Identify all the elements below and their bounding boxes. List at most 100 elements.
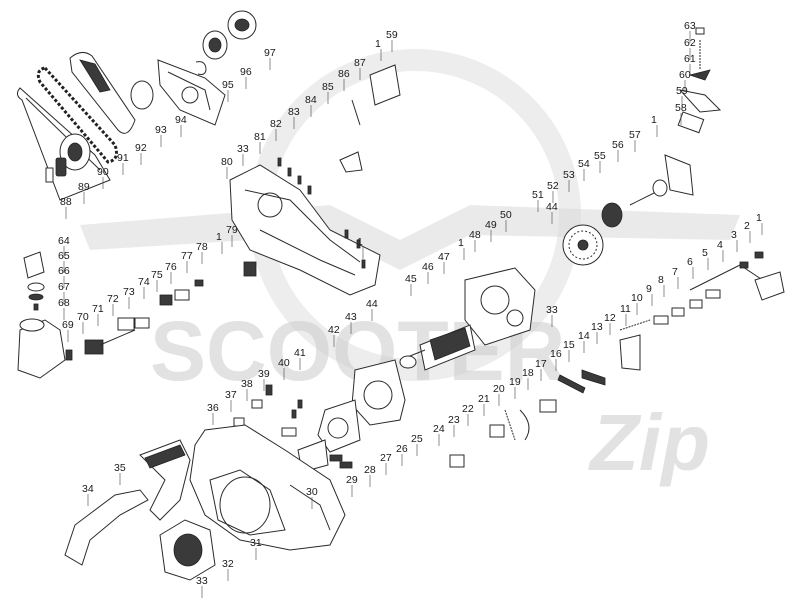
callout-1-upper: 1	[375, 38, 381, 50]
callout-49: 49	[485, 219, 497, 231]
callout-61: 61	[684, 53, 696, 65]
callout-34: 34	[82, 483, 94, 495]
callout-10: 10	[631, 292, 643, 304]
callout-76: 76	[165, 261, 177, 273]
rear-handle	[139, 439, 191, 521]
rear-cover	[159, 519, 216, 581]
main-body	[189, 424, 346, 551]
callout-30: 30	[306, 486, 318, 498]
callout-9: 9	[646, 283, 652, 295]
oil-cap	[227, 10, 257, 40]
callout-78: 78	[196, 241, 208, 253]
callout-7: 7	[672, 266, 678, 278]
callout-11: 11	[620, 303, 631, 315]
callout-43: 43	[345, 311, 357, 323]
cam	[339, 151, 363, 173]
callout-1-pump: 1	[216, 231, 222, 243]
callout-35: 35	[114, 462, 126, 474]
callout-15: 15	[563, 339, 575, 351]
callout-1-housing: 1	[357, 236, 363, 248]
callout-74: 74	[138, 276, 150, 288]
lever	[678, 89, 722, 113]
callout-40: 40	[278, 357, 290, 369]
callout-23: 23	[448, 414, 460, 426]
callout-71: 71	[92, 303, 104, 315]
callout-2: 2	[744, 220, 750, 232]
spring	[351, 99, 361, 126]
knob	[688, 69, 711, 81]
callout-73: 73	[123, 286, 135, 298]
callout-88: 88	[60, 196, 72, 208]
bar-cover	[69, 52, 136, 134]
callout-4: 4	[717, 239, 723, 251]
bearing	[202, 30, 228, 60]
stator	[317, 359, 406, 453]
callout-69: 69	[62, 319, 74, 331]
watermark-script: Zip	[588, 398, 710, 487]
small-hardware	[233, 384, 303, 437]
switch-parts	[619, 289, 721, 331]
callout-21: 21	[478, 393, 490, 405]
callout-50: 50	[500, 209, 512, 221]
tension-bracket	[369, 64, 401, 106]
callout-27: 27	[380, 452, 392, 464]
callout-1-cord: 1	[756, 212, 762, 224]
trigger-parts	[449, 399, 557, 468]
callout-13: 13	[591, 321, 603, 333]
callout-41: 41	[294, 347, 306, 359]
callout-17: 17	[535, 358, 547, 370]
callout-59-upper: 59	[386, 29, 398, 41]
callout-3: 3	[731, 229, 737, 241]
label-plate	[243, 261, 257, 277]
ring	[130, 80, 154, 110]
callout-33-middle: 33	[546, 304, 558, 316]
callout-53: 53	[563, 169, 575, 181]
callout-67: 67	[58, 281, 70, 293]
parts-drawings	[16, 10, 785, 581]
callout-45: 45	[405, 273, 417, 285]
callout-77: 77	[181, 250, 193, 262]
callout-96: 96	[240, 66, 252, 78]
callout-47: 47	[438, 251, 450, 263]
callout-89: 89	[78, 181, 90, 193]
callout-labels: 97 96 95 94 93 92 91 90 89 88 87 86 85 8…	[58, 20, 762, 587]
callout-56: 56	[612, 139, 624, 151]
callout-84: 84	[305, 94, 317, 106]
callout-65: 65	[58, 250, 70, 262]
power-cord	[689, 251, 785, 301]
screws	[277, 157, 366, 269]
callout-26: 26	[396, 443, 408, 455]
callout-97: 97	[264, 47, 276, 59]
callout-38: 38	[241, 378, 253, 390]
callout-5: 5	[702, 247, 708, 259]
callout-36: 36	[207, 402, 219, 414]
gear-housing	[464, 267, 536, 346]
callout-54: 54	[578, 158, 590, 170]
sprocket	[59, 133, 91, 171]
oil-pump	[65, 279, 204, 361]
callout-33-lower: 33	[196, 575, 208, 587]
callout-16: 16	[550, 348, 562, 360]
callout-75: 75	[151, 269, 163, 281]
callout-46: 46	[422, 261, 434, 273]
callout-79: 79	[226, 224, 238, 236]
callout-32: 32	[222, 558, 234, 570]
large-gear	[562, 224, 604, 266]
callout-55: 55	[594, 150, 606, 162]
callout-68: 68	[58, 297, 70, 309]
callout-52: 52	[547, 180, 559, 192]
callout-91: 91	[117, 152, 129, 164]
callout-80: 80	[221, 156, 233, 168]
callout-58: 58	[675, 102, 687, 114]
callout-51: 51	[532, 189, 544, 201]
callout-8: 8	[658, 274, 664, 286]
bar-stud	[45, 167, 54, 183]
callout-12: 12	[604, 312, 616, 324]
callout-85: 85	[322, 81, 334, 93]
nut	[695, 27, 705, 35]
callout-90: 90	[97, 166, 109, 178]
callout-63: 63	[684, 20, 696, 32]
callout-95: 95	[222, 79, 234, 91]
callout-48: 48	[469, 229, 481, 241]
bracket	[677, 111, 705, 134]
